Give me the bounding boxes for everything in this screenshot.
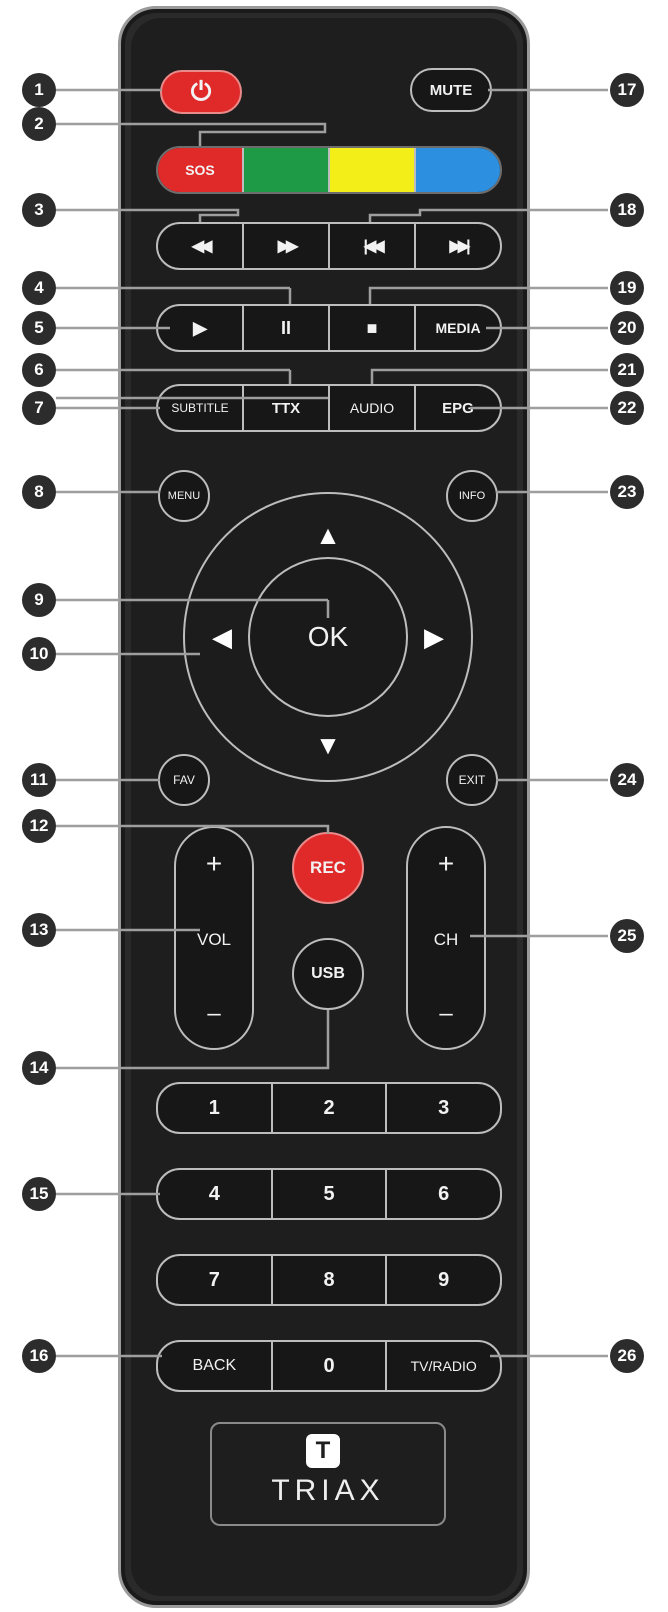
volume-up-button[interactable]: + [205,848,223,879]
playback-row: ▶ II ■ MEDIA [156,304,502,352]
exit-button[interactable]: EXIT [446,754,498,806]
subtitle-button[interactable]: SUBTITLE [171,401,229,415]
number-0-button[interactable]: 0 [270,1342,386,1390]
next-button[interactable]: ▶▶| [414,224,500,268]
play-button[interactable]: ▶ [193,317,207,338]
callout-19: 19 [610,271,644,305]
volume-label: VOL [196,930,232,949]
number-7-button[interactable]: 7 [208,1268,220,1291]
number-row-4: BACK 0 TV/RADIO [156,1340,502,1392]
number-5-button[interactable]: 5 [270,1170,386,1218]
callout-23: 23 [610,475,644,509]
callout-20: 20 [610,311,644,345]
transport-row: ◀◀ ▶▶ |◀◀ ▶▶| [156,222,502,270]
mute-button[interactable]: MUTE [410,68,492,112]
callout-8: 8 [22,475,56,509]
callout-12: 12 [22,809,56,843]
right-arrow-button[interactable]: ▶ [424,622,444,652]
callout-14: 14 [22,1051,56,1085]
audio-button[interactable]: AUDIO [328,386,414,430]
brand-name: TRIAX [271,1474,385,1507]
color-buttons-row: SOS [156,146,502,194]
rewind-button[interactable]: ◀◀ [191,238,213,255]
number-6-button[interactable]: 6 [385,1170,500,1218]
callout-26: 26 [610,1339,644,1373]
menu-button[interactable]: MENU [158,470,210,522]
yellow-button[interactable] [328,148,414,192]
callout-4: 4 [22,271,56,305]
channel-down-button[interactable]: – [439,1000,453,1027]
callout-9: 9 [22,583,56,617]
subtitle-row: SUBTITLE TTX AUDIO EPG [156,384,502,432]
ok-button[interactable]: OK [248,557,408,717]
fast-forward-button[interactable]: ▶▶ [242,224,328,268]
remote-face [131,18,517,1596]
channel-up-button[interactable]: + [437,848,455,879]
tv-radio-button[interactable]: TV/RADIO [385,1342,500,1390]
ttx-button[interactable]: TTX [242,386,328,430]
media-button[interactable]: MEDIA [414,306,500,350]
previous-button[interactable]: |◀◀ [328,224,414,268]
volume-down-button[interactable]: – [207,1000,221,1027]
callout-24: 24 [610,763,644,797]
callout-21: 21 [610,353,644,387]
stop-button[interactable]: ■ [328,306,414,350]
callout-25: 25 [610,919,644,953]
power-button[interactable]: ⏻ [160,70,242,114]
callout-10: 10 [22,637,56,671]
info-button[interactable]: INFO [446,470,498,522]
number-8-button[interactable]: 8 [270,1256,386,1304]
left-arrow-button[interactable]: ◀ [212,622,232,652]
callout-7: 7 [22,391,56,425]
number-9-button[interactable]: 9 [385,1256,500,1304]
blue-button[interactable] [414,148,500,192]
green-button[interactable] [242,148,328,192]
callout-17: 17 [610,73,644,107]
back-button[interactable]: BACK [192,1357,237,1374]
pause-button[interactable]: II [242,306,328,350]
volume-rocker: + VOL – [174,826,254,1050]
number-2-button[interactable]: 2 [270,1084,386,1132]
rec-button[interactable]: REC [292,832,364,904]
number-row-2: 4 5 6 [156,1168,502,1220]
callout-22: 22 [610,391,644,425]
triax-logo-icon: T [306,1434,340,1468]
number-4-button[interactable]: 4 [208,1182,220,1205]
number-row-3: 7 8 9 [156,1254,502,1306]
number-1-button[interactable]: 1 [208,1096,220,1119]
callout-13: 13 [22,913,56,947]
callout-1: 1 [22,73,56,107]
callout-3: 3 [22,193,56,227]
callout-2: 2 [22,107,56,141]
callout-11: 11 [22,763,56,797]
fav-button[interactable]: FAV [158,754,210,806]
number-row-1: 1 2 3 [156,1082,502,1134]
callout-18: 18 [610,193,644,227]
down-arrow-button[interactable]: ▼ [315,730,341,760]
callout-5: 5 [22,311,56,345]
callout-15: 15 [22,1177,56,1211]
up-arrow-button[interactable]: ▲ [315,520,341,550]
callout-16: 16 [22,1339,56,1373]
usb-button[interactable]: USB [292,938,364,1010]
epg-button[interactable]: EPG [414,386,500,430]
sos-red-button[interactable]: SOS [158,148,242,192]
channel-rocker: + CH – [406,826,486,1050]
number-3-button[interactable]: 3 [385,1084,500,1132]
logo-panel [210,1422,446,1526]
callout-6: 6 [22,353,56,387]
channel-label: CH [433,930,459,949]
